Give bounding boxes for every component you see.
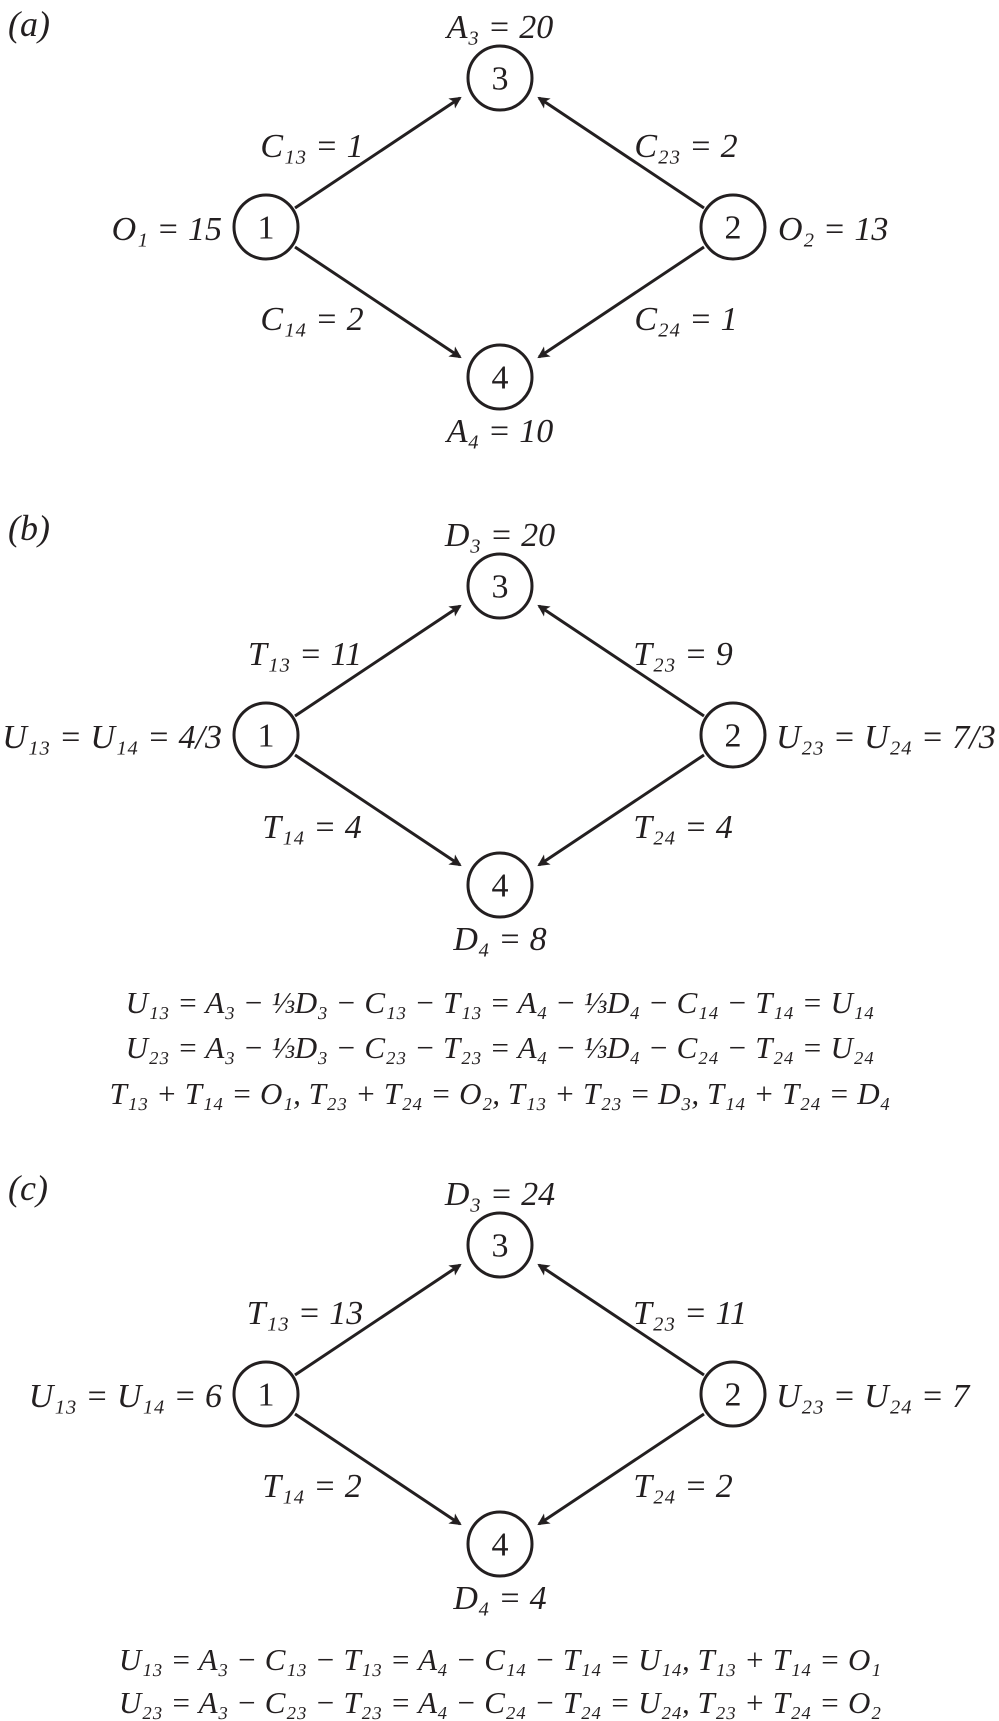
edge-1-3 (294, 604, 462, 718)
node-4: 4 (466, 851, 534, 919)
edge-2-3 (537, 96, 705, 210)
node-1-label: 1 (258, 1377, 275, 1414)
left-origin-label: O₁ = 15 (112, 211, 222, 248)
node-1-label: 1 (258, 210, 275, 247)
equation-line-2: U₂₃ = A₃ − ⅓D₃ − C₂₃ − T₂₃ = A₄ − ⅓D₄ − … (126, 1030, 875, 1065)
edge-2-4 (537, 1412, 705, 1526)
edge-1-3-label: T₁₃ = 13 (247, 1295, 364, 1332)
node-4-label: 4 (492, 360, 509, 397)
edge-1-3 (294, 1263, 462, 1377)
equation-line-2: U₂₃ = A₃ − C₂₃ − T₂₃ = A₄ − C₂₄ − T₂₄ = … (119, 1685, 881, 1720)
node-2-label: 2 (725, 1377, 742, 1414)
panel-c-tag: (c) (8, 1168, 48, 1208)
node-2-label: 2 (725, 210, 742, 247)
node-3-label: 3 (492, 1228, 509, 1265)
panel-b: (b) 3 1 2 4 D₃ = 20 D₄ = 8 U₁₃ = U₁₄ = 4… (2, 508, 995, 1111)
node-3-label: 3 (492, 61, 509, 98)
edge-1-3-label: C₁₃ = 1 (260, 128, 363, 165)
node-3: 3 (466, 44, 534, 112)
node-2: 2 (699, 1360, 767, 1428)
right-origin-label: O₂ = 13 (778, 211, 888, 248)
node-2: 2 (699, 193, 767, 261)
equation-line-3: T₁₃ + T₁₄ = O₁, T₂₃ + T₂₄ = O₂, T₁₃ + T₂… (110, 1076, 891, 1111)
edge-2-3-label: T₂₃ = 9 (633, 636, 733, 673)
edge-1-4-label: T₁₄ = 4 (262, 809, 362, 846)
edge-1-4 (294, 753, 462, 867)
left-utility-label: U₁₃ = U₁₄ = 4/3 (2, 719, 222, 756)
equation-line-1: U₁₃ = A₃ − ⅓D₃ − C₁₃ − T₁₃ = A₄ − ⅓D₄ − … (126, 985, 875, 1020)
node-4-label: 4 (492, 868, 509, 905)
panel-c: (c) 3 1 2 4 D₃ = 24 D₄ = 4 U₁₃ = U₁₄ = 6… (8, 1168, 971, 1720)
bottom-demand-label: D₄ = 4 (452, 1580, 546, 1617)
right-utility-label: U₂₃ = U₂₄ = 7/3 (776, 719, 996, 756)
edge-1-3-label: T₁₃ = 11 (248, 636, 362, 673)
edge-2-3 (537, 1263, 705, 1377)
node-1: 1 (232, 701, 300, 769)
edge-2-3-label: C₂₃ = 2 (634, 128, 737, 165)
edge-2-4 (537, 245, 705, 359)
edge-2-4 (537, 753, 705, 867)
edge-1-3 (294, 96, 462, 210)
node-4: 4 (466, 1510, 534, 1578)
node-2-label: 2 (725, 718, 742, 755)
edge-2-4-label: T₂₄ = 2 (633, 1468, 733, 1505)
panel-b-tag: (b) (8, 508, 50, 548)
edge-1-4 (294, 1412, 462, 1526)
edge-1-4-label: C₁₄ = 2 (260, 301, 363, 338)
top-demand-label: A₃ = 20 (445, 9, 554, 46)
top-demand-label: D₃ = 20 (444, 517, 555, 554)
left-utility-label: U₁₃ = U₁₄ = 6 (29, 1378, 222, 1415)
node-3: 3 (466, 552, 534, 620)
top-demand-label: D₃ = 24 (444, 1176, 555, 1213)
equation-line-1: U₁₃ = A₃ − C₁₃ − T₁₃ = A₄ − C₁₄ − T₁₄ = … (119, 1642, 881, 1677)
bottom-demand-label: D₄ = 8 (452, 921, 546, 958)
node-4: 4 (466, 343, 534, 411)
edge-2-4-label: C₂₄ = 1 (634, 301, 737, 338)
node-3-label: 3 (492, 569, 509, 606)
edge-1-4-label: T₁₄ = 2 (262, 1468, 362, 1505)
node-3: 3 (466, 1211, 534, 1279)
node-2: 2 (699, 701, 767, 769)
node-1-label: 1 (258, 718, 275, 755)
edge-1-4 (294, 245, 462, 359)
bottom-demand-label: A₄ = 10 (445, 413, 554, 450)
node-1: 1 (232, 1360, 300, 1428)
right-utility-label: U₂₃ = U₂₄ = 7 (776, 1378, 971, 1415)
edge-2-4-label: T₂₄ = 4 (633, 809, 733, 846)
node-4-label: 4 (492, 1527, 509, 1564)
panel-a: (a) 3 1 2 4 A₃ = 20 A₄ = 10 O₁ = 15 O₂ =… (8, 4, 888, 450)
edge-2-3 (537, 604, 705, 718)
edge-2-3-label: T₂₃ = 11 (633, 1295, 747, 1332)
node-1: 1 (232, 193, 300, 261)
panel-a-tag: (a) (8, 4, 50, 44)
